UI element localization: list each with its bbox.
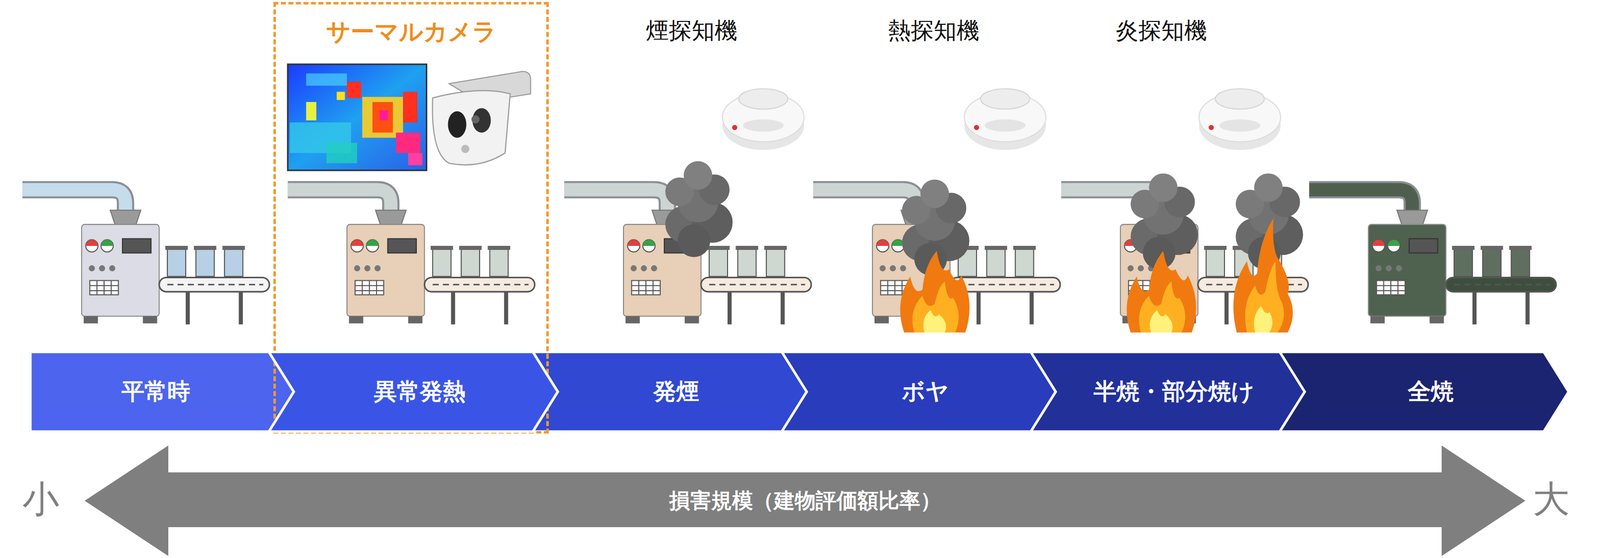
stage-label: 発煙 xyxy=(653,376,700,408)
arrow-label: 損害規模（建物評価額比率） xyxy=(669,487,942,515)
stage-label: 異常発熱 xyxy=(373,376,466,408)
chevron-body xyxy=(781,352,1056,432)
detector-label: 炎探知機 xyxy=(1115,15,1208,47)
stage-chevron: ボヤ xyxy=(781,352,1056,432)
chevron-body xyxy=(268,352,558,432)
chevron-body xyxy=(1279,352,1569,432)
stage-chevron: 発煙 xyxy=(532,352,807,432)
stage-label: 平常時 xyxy=(121,376,191,408)
scale-end-label: 大 xyxy=(1532,475,1570,525)
machine-normal xyxy=(22,189,270,325)
thermal-image xyxy=(287,64,427,171)
smoke-cloud xyxy=(1130,173,1198,270)
arrow-body xyxy=(84,445,1526,557)
stage-chevron: 全焼 xyxy=(1279,352,1569,432)
scale-arrow: 損害規模（建物評価額比率） xyxy=(84,445,1526,557)
detector-label: 煙探知機 xyxy=(645,15,738,47)
fire-flame xyxy=(1233,218,1294,334)
stage-label: 半焼・部分焼け xyxy=(1093,376,1255,408)
stage-chevron: 半焼・部分焼け xyxy=(1030,352,1305,432)
machine-burned xyxy=(1309,189,1557,325)
chevron-body xyxy=(532,352,807,432)
highlight-box: サーマルカメラ異常発熱 xyxy=(273,1,549,434)
chevron-body xyxy=(30,352,294,432)
machine-heat xyxy=(287,189,535,325)
camera-device xyxy=(432,71,531,165)
smoke-detector-icon xyxy=(722,88,805,150)
scale-end-label: 小 xyxy=(22,475,60,525)
stage-chevron: 異常発熱 xyxy=(268,352,558,432)
stage-chevron: 平常時 xyxy=(30,352,294,432)
stage-label: 全焼 xyxy=(1407,376,1454,408)
box-heading: サーマルカメラ xyxy=(326,15,497,48)
flame-detector-icon xyxy=(1199,88,1281,150)
chevron-body xyxy=(1030,352,1305,432)
smoke-cloud xyxy=(665,161,733,258)
detector-label: 熱探知機 xyxy=(887,15,980,47)
stage-label: ボヤ xyxy=(901,376,949,408)
fire-flame xyxy=(1126,250,1197,333)
heat-detector-icon xyxy=(964,88,1046,150)
fire-flame xyxy=(900,250,970,333)
